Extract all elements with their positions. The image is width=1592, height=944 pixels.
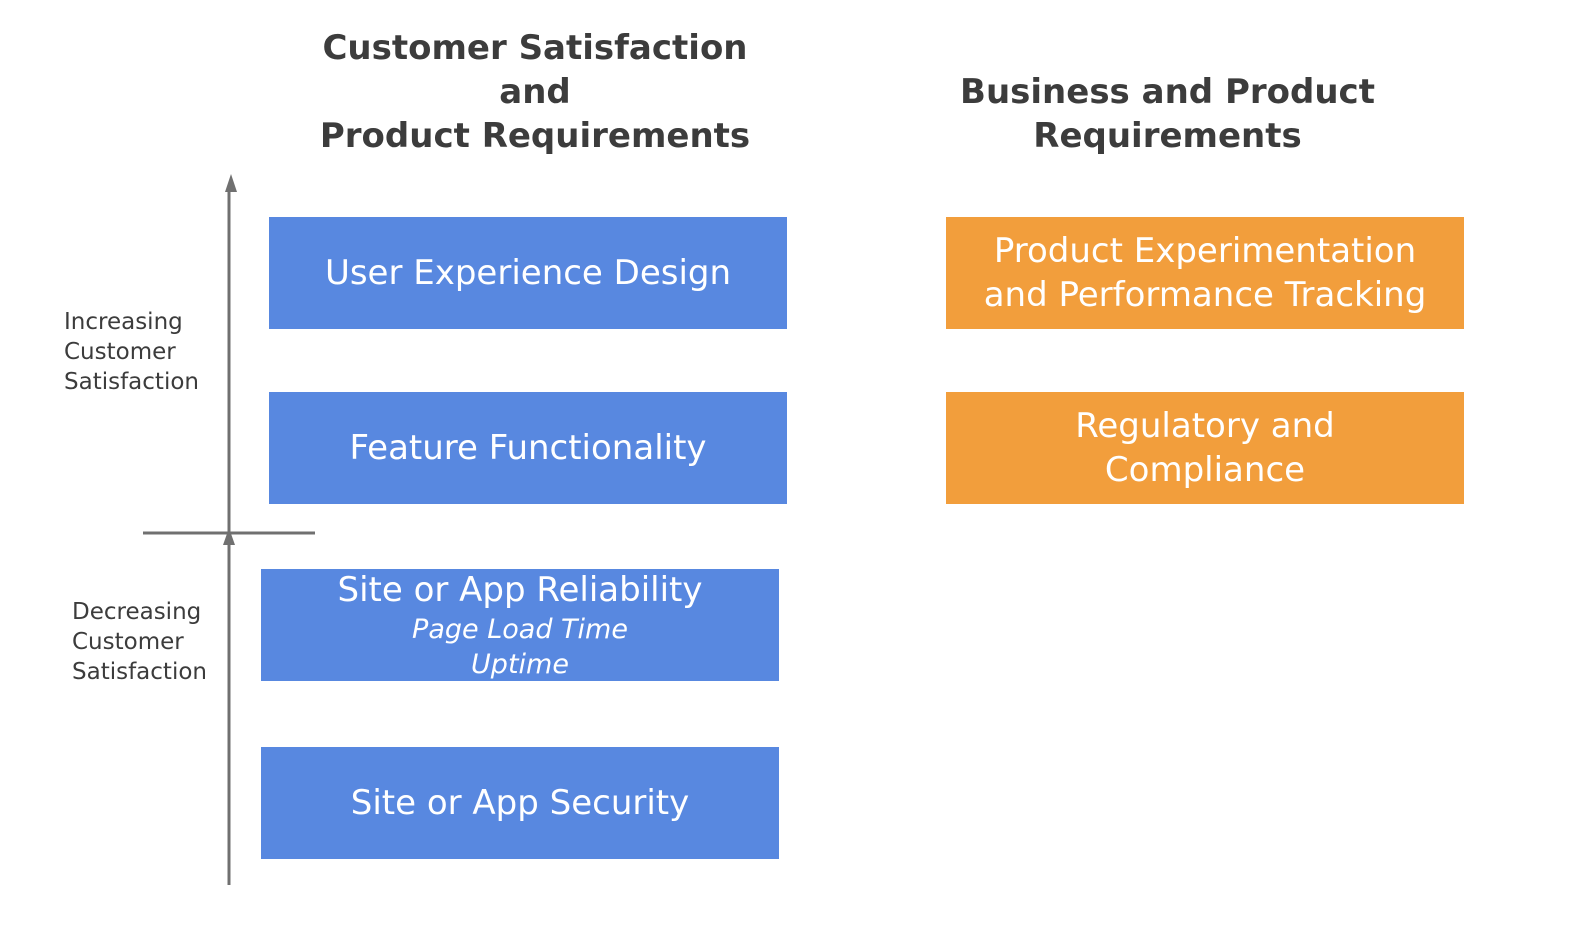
regulatory-compliance-box: Regulatory and Compliance — [946, 392, 1464, 504]
box-subitem: Page Load Time — [412, 614, 628, 645]
box-subitem: Uptime — [471, 649, 569, 680]
security-box: Site or App Security — [261, 747, 779, 859]
box-title: Site or App Reliability — [337, 570, 703, 610]
arrow-up-icon — [225, 174, 237, 192]
feature-functionality-box: Feature Functionality — [269, 392, 787, 504]
box-title: Regulatory and Compliance — [1075, 406, 1335, 490]
user-experience-design-box: User Experience Design — [269, 217, 787, 329]
experimentation-tracking-box: Product Experimentation and Performance … — [946, 217, 1464, 329]
box-title: User Experience Design — [324, 253, 732, 293]
increasing-satisfaction-label: Increasing Customer Satisfaction — [64, 309, 199, 395]
customer-satisfaction-heading: Customer Satisfaction and Product Requir… — [319, 28, 751, 156]
box-title: Product Experimentation and Performance … — [983, 231, 1427, 315]
box-title: Feature Functionality — [349, 428, 707, 468]
box-title: Site or App Security — [350, 783, 690, 823]
business-requirements-heading: Business and Product Requirements — [960, 72, 1375, 156]
arrow-up-icon — [223, 528, 235, 545]
reliability-box: Site or App Reliability Page Load Time U… — [261, 569, 779, 681]
decreasing-satisfaction-label: Decreasing Customer Satisfaction — [72, 599, 207, 685]
